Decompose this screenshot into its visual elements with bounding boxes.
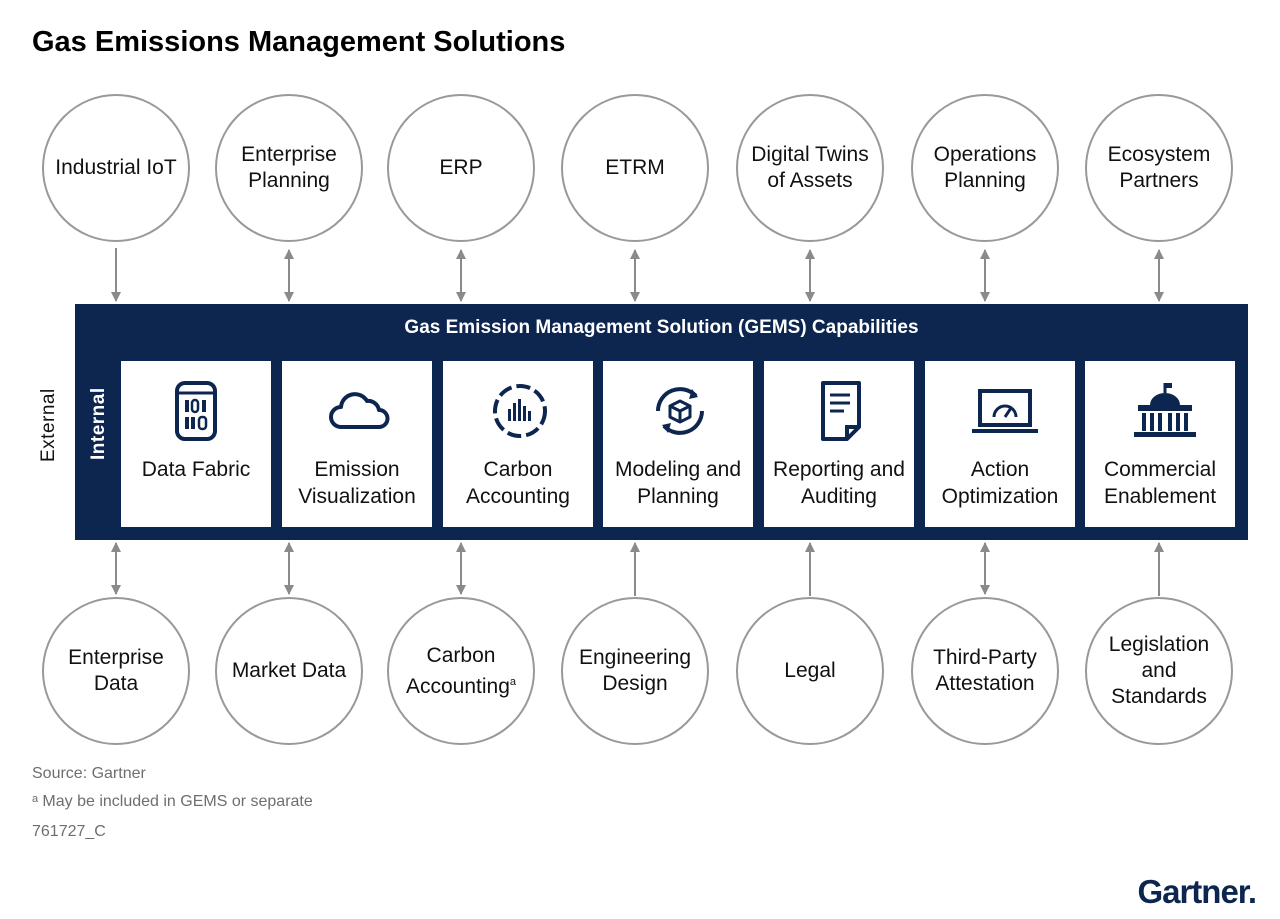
- circle-label: Operations Planning: [933, 143, 1037, 192]
- database-icon: [175, 381, 217, 441]
- cube-cycle-icon: [656, 387, 704, 435]
- circle-label: Legislation and Standards: [1108, 633, 1210, 708]
- circle-label: Third-Party Attestation: [933, 646, 1037, 695]
- card-carbon-accounting: Carbon Accounting: [443, 361, 593, 527]
- circle-label: Market Data: [231, 659, 347, 682]
- internal-label: Internal: [88, 387, 109, 460]
- footnote: ᵃ May be included in GEMS or separate: [32, 793, 313, 810]
- gems-title: Gas Emission Management Solution (GEMS) …: [404, 317, 919, 338]
- card-label: Reporting and Auditing: [773, 458, 905, 508]
- circle-legislation-standards: Legislation and Standards: [1085, 597, 1233, 745]
- circle-label: ERP: [439, 156, 483, 179]
- laptop-gauge-icon: [972, 389, 1038, 433]
- circle-enterprise-planning: Enterprise Planning: [215, 94, 363, 242]
- circle-carbon-accounting: Carbon Accountinga: [387, 597, 535, 745]
- footnote-marker: a: [509, 675, 517, 688]
- source-note: Source: Gartner: [32, 765, 146, 782]
- circle-ecosystem-partners: Ecosystem Partners: [1085, 94, 1233, 242]
- circle-label: Legal: [784, 659, 836, 682]
- card-label: Action Optimization: [941, 458, 1059, 508]
- card-label: Data Fabric: [141, 458, 251, 481]
- circle-label: ETRM: [605, 156, 665, 179]
- document-icon: [821, 381, 861, 441]
- cloud-icon: [329, 392, 390, 429]
- circle-label: Ecosystem Partners: [1107, 143, 1211, 192]
- external-label: External: [38, 388, 59, 462]
- figure-code: 761727_C: [32, 823, 106, 840]
- card-data-fabric: Data Fabric: [121, 361, 271, 527]
- circle-label: Industrial IoT: [55, 156, 177, 179]
- circle-engineering-design: Engineering Design: [561, 597, 709, 745]
- card-action-optimization: Action Optimization: [925, 361, 1075, 527]
- circle-third-party-attestation: Third-Party Attestation: [911, 597, 1059, 745]
- circle-legal: Legal: [736, 597, 884, 745]
- card-commercial-enablement: Commercial Enablement: [1085, 361, 1235, 527]
- circle-operations-planning: Operations Planning: [911, 94, 1059, 242]
- circle-etrm: ETRM: [561, 94, 709, 242]
- circle-market-data: Market Data: [215, 597, 363, 745]
- circle-enterprise-data: Enterprise Data: [42, 597, 190, 745]
- card-label: Commercial Enablement: [1103, 458, 1217, 508]
- circle-industrial-iot: Industrial IoT: [42, 94, 190, 242]
- circle-label: Digital Twins of Assets: [751, 143, 869, 192]
- circle-label: Enterprise Planning: [241, 143, 337, 192]
- gartner-logo: Gartner.: [1137, 873, 1257, 910]
- circle-label: Enterprise Data: [68, 646, 164, 695]
- card-modeling-planning: Modeling and Planning: [603, 361, 753, 527]
- circle-label: Engineering Design: [578, 646, 692, 695]
- circle-digital-twins: Digital Twins of Assets: [736, 94, 884, 242]
- card-emission-visualization: Emission Visualization: [282, 361, 432, 527]
- card-label: Emission Visualization: [298, 458, 416, 508]
- accounting-chart-icon: [493, 384, 547, 438]
- circle-label-wrap: Carbon Accountinga: [389, 643, 533, 700]
- diagram-title: Gas Emissions Management Solutions: [32, 26, 566, 58]
- circle-erp: ERP: [387, 94, 535, 242]
- card-label: Carbon Accounting: [466, 458, 570, 508]
- card-label: Modeling and Planning: [614, 458, 742, 508]
- circle-label: Carbon Accounting: [405, 643, 510, 698]
- card-reporting-auditing: Reporting and Auditing: [764, 361, 914, 527]
- building-icon: [1134, 383, 1196, 437]
